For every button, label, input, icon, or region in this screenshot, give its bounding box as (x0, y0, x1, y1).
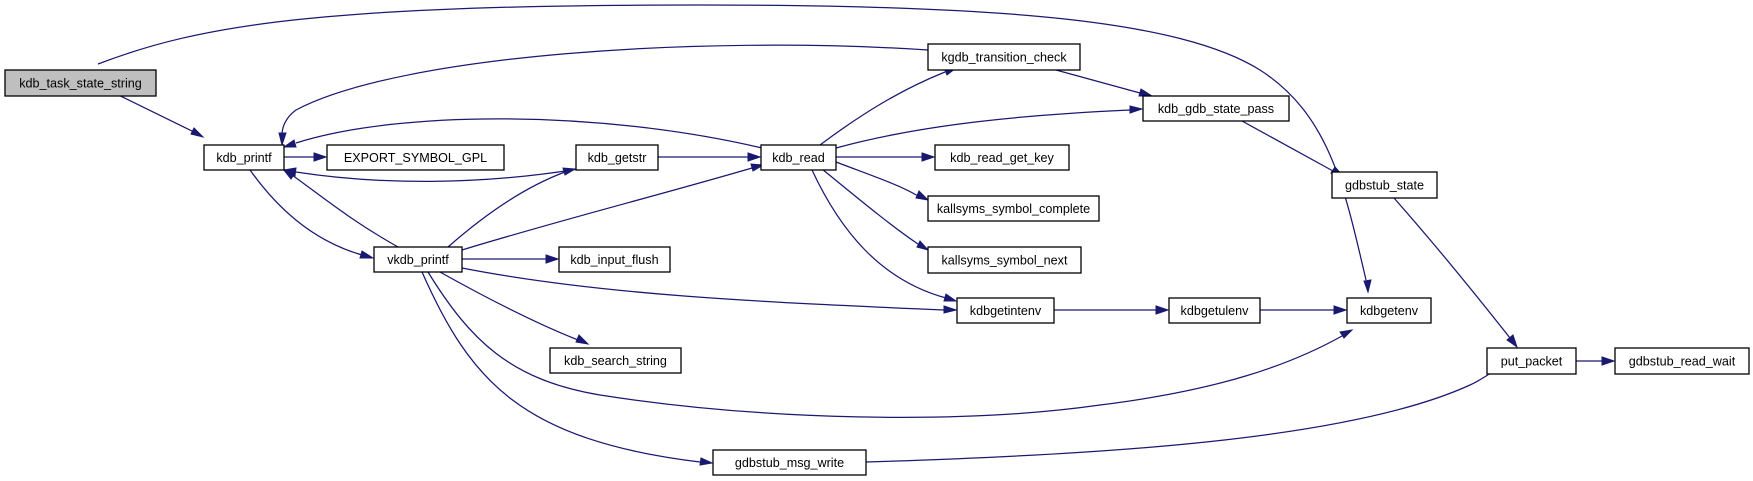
edge-kgdb-transition-check-to-kdb-gdb-state-pass (1055, 69, 1154, 97)
svg-text:gdbstub_state: gdbstub_state (1345, 179, 1424, 193)
svg-text:put_packet: put_packet (1501, 355, 1563, 369)
node-gdbstub-read-wait[interactable]: gdbstub_read_wait (1614, 347, 1750, 375)
node-kdbgetulenv[interactable]: kdbgetulenv (1168, 297, 1261, 324)
node-kdb-input-flush[interactable]: kdb_input_flush (558, 246, 671, 273)
edge-kdbgetintenv-to-kdbgetulenv (1054, 305, 1170, 315)
edge-put-packet-to-gdbstub-read-wait (1576, 356, 1616, 366)
nodes: kdb_task_state_string kdb_printf EXPORT_… (4, 43, 1750, 476)
svg-text:kdbgetulenv: kdbgetulenv (1181, 304, 1250, 318)
node-kdb-read[interactable]: kdb_read (760, 144, 837, 171)
edge-kdb-read-to-kgdb-transition-check (819, 67, 958, 146)
edge-kdb-getstr-to-kdb-printf (282, 167, 579, 183)
node-kdbgetenv[interactable]: kdbgetenv (1346, 297, 1432, 324)
svg-text:kdb_read: kdb_read (772, 151, 825, 165)
node-gdbstub-state[interactable]: gdbstub_state (1331, 171, 1438, 199)
node-gdbstub-msg-write[interactable]: gdbstub_msg_write (712, 449, 867, 476)
edge-gdbstub-msg-write-to-put-packet (865, 363, 1505, 463)
node-kdb-gdb-state-pass[interactable]: kdb_gdb_state_pass (1142, 95, 1290, 122)
node-vkdb-printf[interactable]: vkdb_printf (373, 246, 463, 273)
node-kdbgetintenv[interactable]: kdbgetintenv (956, 297, 1055, 324)
node-kallsyms-symbol-complete[interactable]: kallsyms_symbol_complete (927, 195, 1100, 222)
node-put-packet[interactable]: put_packet (1486, 347, 1577, 375)
edge-kdb-read-to-kdbgetintenv (811, 169, 958, 302)
svg-text:kdb_input_flush: kdb_input_flush (570, 253, 658, 267)
svg-text:kdb_search_string: kdb_search_string (564, 354, 667, 368)
svg-text:EXPORT_SYMBOL_GPL: EXPORT_SYMBOL_GPL (344, 151, 487, 165)
node-kdb-read-get-key[interactable]: kdb_read_get_key (934, 144, 1070, 171)
edge-kdb-gdb-state-pass-to-gdbstub-state (1241, 120, 1345, 177)
svg-text:kdbgetenv: kdbgetenv (1360, 304, 1419, 318)
svg-text:kdb_printf: kdb_printf (216, 151, 272, 165)
svg-text:kdb_task_state_string: kdb_task_state_string (19, 77, 142, 91)
svg-text:gdbstub_read_wait: gdbstub_read_wait (1629, 355, 1736, 369)
edge-kdb-read-to-kdb-read-get-key (836, 152, 936, 162)
node-kdb-printf[interactable]: kdb_printf (203, 144, 285, 171)
edge-kdb-read-to-kallsyms-symbol-next (821, 168, 930, 251)
edges (97, 4, 1616, 466)
edge-kdb-read-to-kdb-gdb-state-pass (835, 105, 1144, 149)
edge-vkdb-printf-to-kdbgetenv (427, 271, 1354, 418)
svg-text:vkdb_printf: vkdb_printf (387, 253, 449, 267)
svg-text:kdb_getstr: kdb_getstr (588, 151, 647, 165)
edge-kdb-read-to-kdb-printf (282, 118, 763, 149)
svg-text:kdb_gdb_state_pass: kdb_gdb_state_pass (1158, 102, 1274, 116)
edge-vkdb-printf-to-kdbgetintenv (461, 267, 958, 314)
edge-vkdb-printf-to-kdb-input-flush (462, 254, 560, 264)
svg-text:gdbstub_msg_write: gdbstub_msg_write (735, 456, 844, 470)
svg-text:kallsyms_symbol_next: kallsyms_symbol_next (942, 254, 1068, 268)
edge-kdb-task-state-string-to-kdbgetenv (97, 4, 1372, 294)
edge-kdb-printf-to-export-symbol-gpl (284, 152, 328, 162)
edge-gdbstub-state-to-put-packet (1393, 197, 1518, 349)
edge-vkdb-printf-to-gdbstub-msg-write (421, 271, 714, 466)
edge-vkdb-printf-to-kdb-search-string (439, 271, 590, 345)
node-kdb-search-string[interactable]: kdb_search_string (549, 347, 682, 374)
node-kdb-getstr[interactable]: kdb_getstr (575, 144, 659, 171)
node-kallsyms-symbol-next[interactable]: kallsyms_symbol_next (927, 246, 1082, 274)
edge-kdbgetulenv-to-kdbgetenv (1260, 305, 1348, 315)
svg-text:kdbgetintenv: kdbgetintenv (970, 304, 1042, 318)
node-kgdb-transition-check[interactable]: kgdb_transition_check (927, 43, 1081, 71)
edge-kdb-getstr-to-kdb-read (658, 152, 762, 162)
edge-vkdb-printf-to-kdb-read (461, 163, 765, 251)
svg-text:kgdb_transition_check: kgdb_transition_check (941, 51, 1067, 65)
edge-kgdb-transition-check-to-kdb-printf (278, 44, 929, 147)
edge-kdb-printf-to-vkdb-printf (249, 169, 375, 259)
node-kdb-task-state-string[interactable]: kdb_task_state_string (4, 69, 157, 97)
svg-text:kallsyms_symbol_complete: kallsyms_symbol_complete (937, 202, 1090, 216)
node-export-symbol-gpl[interactable]: EXPORT_SYMBOL_GPL (326, 144, 505, 171)
edge-kdb-read-to-kallsyms-symbol-complete (835, 161, 930, 201)
svg-text:kdb_read_get_key: kdb_read_get_key (950, 151, 1054, 165)
